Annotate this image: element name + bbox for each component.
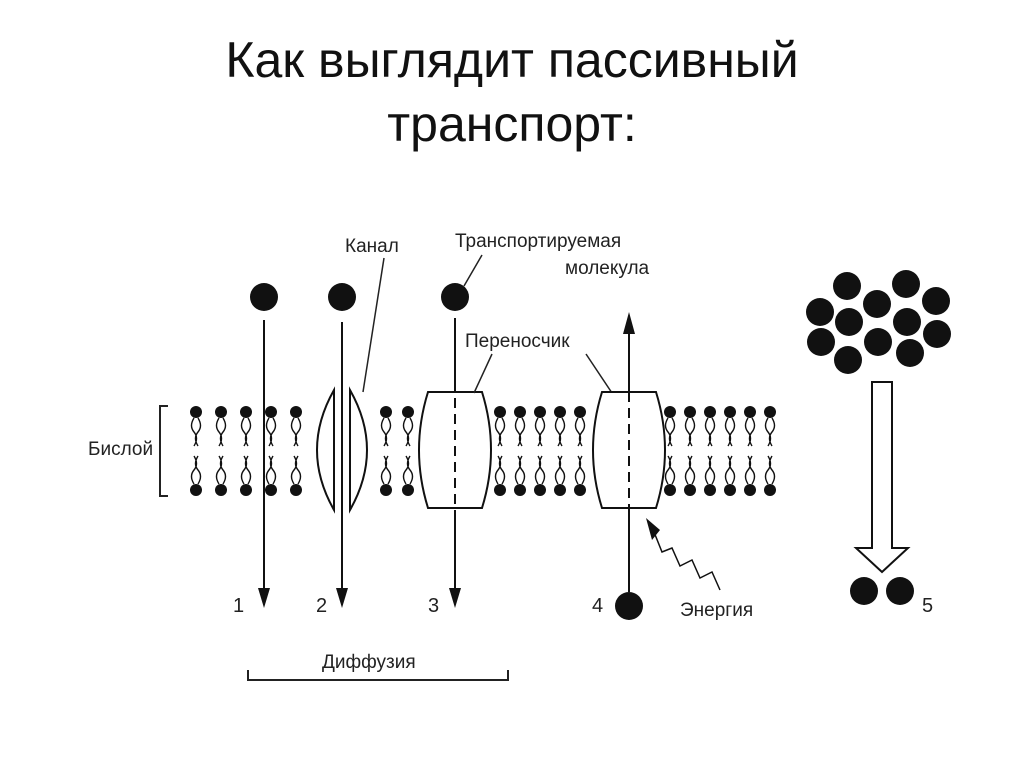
arrow-3-head bbox=[449, 588, 461, 608]
number-4: 4 bbox=[592, 595, 603, 617]
cluster-molecule bbox=[923, 320, 951, 348]
cluster-molecule bbox=[922, 287, 950, 315]
transported-molecule-label-2: молекула bbox=[565, 258, 650, 279]
bilayer-bracket bbox=[160, 406, 168, 496]
arrow-4-head bbox=[623, 312, 635, 334]
phospholipid bbox=[684, 406, 696, 496]
molecule-5a bbox=[850, 577, 878, 605]
transported-molecule-pointer bbox=[464, 255, 482, 286]
cluster-molecule bbox=[806, 298, 834, 326]
phospholipid bbox=[554, 406, 566, 496]
high-concentration-cluster bbox=[806, 270, 951, 374]
carrier-label: Переносчик bbox=[465, 331, 570, 352]
diffusion-label: Диффузия bbox=[322, 652, 416, 673]
channel-left-half bbox=[317, 390, 334, 510]
carrier-pointer-line-4 bbox=[586, 354, 612, 393]
cluster-molecule bbox=[834, 346, 862, 374]
phospholipid bbox=[704, 406, 716, 496]
cluster-molecule bbox=[835, 308, 863, 336]
molecule-2 bbox=[328, 283, 356, 311]
cluster-molecule bbox=[833, 272, 861, 300]
cluster-molecule bbox=[864, 328, 892, 356]
phospholipid bbox=[764, 406, 776, 496]
phospholipid bbox=[240, 406, 252, 496]
phospholipid bbox=[574, 406, 586, 496]
phospholipid bbox=[724, 406, 736, 496]
phospholipid bbox=[380, 406, 392, 496]
channel-pointer-line bbox=[363, 258, 384, 392]
energy-zigzag bbox=[654, 532, 720, 590]
phospholipid bbox=[744, 406, 756, 496]
carrier-pointer-line-3 bbox=[474, 354, 492, 393]
arrow-2-head bbox=[336, 588, 348, 608]
number-3: 3 bbox=[428, 595, 439, 617]
phospholipid bbox=[265, 406, 277, 496]
cluster-molecule bbox=[893, 308, 921, 336]
cluster-molecule bbox=[863, 290, 891, 318]
gradient-arrow bbox=[856, 382, 908, 572]
energy-arrow-head bbox=[646, 518, 660, 540]
arrow-1-head bbox=[258, 588, 270, 608]
phospholipid bbox=[514, 406, 526, 496]
phospholipid bbox=[190, 406, 202, 496]
cluster-molecule bbox=[896, 339, 924, 367]
phospholipid bbox=[290, 406, 302, 496]
channel-label: Канал bbox=[345, 236, 399, 257]
cluster-molecule bbox=[807, 328, 835, 356]
molecule-3 bbox=[441, 283, 469, 311]
energy-label: Энергия bbox=[680, 600, 753, 621]
phospholipid bbox=[402, 406, 414, 496]
transported-molecule-label-1: Транспортируемая bbox=[455, 231, 621, 252]
phospholipid bbox=[494, 406, 506, 496]
number-1: 1 bbox=[233, 595, 244, 617]
number-2: 2 bbox=[316, 595, 327, 617]
phospholipid bbox=[215, 406, 227, 496]
channel-right-half bbox=[350, 390, 367, 510]
cluster-molecule bbox=[892, 270, 920, 298]
number-5: 5 bbox=[922, 595, 933, 617]
molecule-4 bbox=[615, 592, 643, 620]
molecule-1 bbox=[250, 283, 278, 311]
molecule-5b bbox=[886, 577, 914, 605]
phospholipid bbox=[534, 406, 546, 496]
bilayer-label: Бислой bbox=[88, 439, 153, 460]
